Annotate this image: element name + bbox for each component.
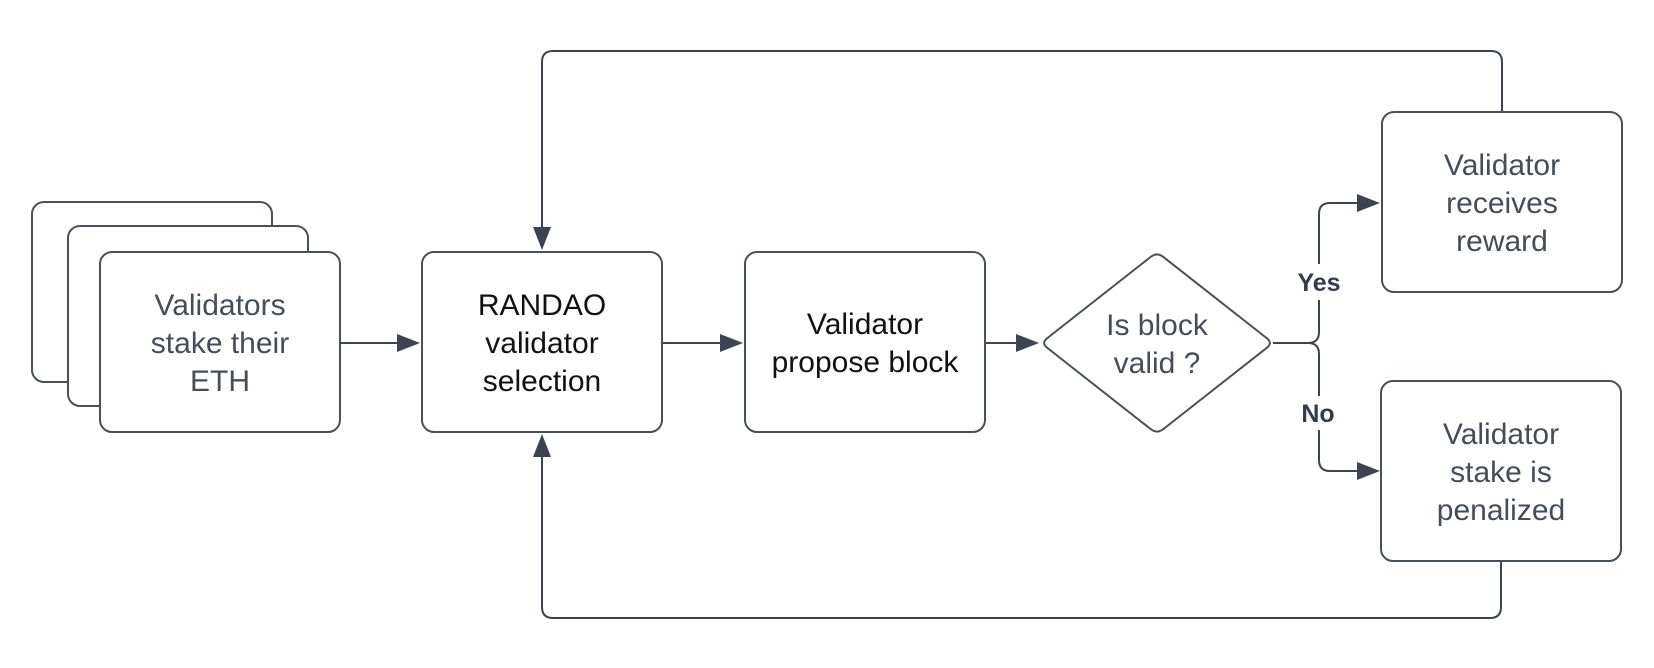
arrowhead-into-propose [720, 334, 743, 352]
reward-line-3: reward [1456, 225, 1548, 258]
black-node-labels: RANDAO validator selection Validator pro… [478, 289, 960, 398]
arrowheads [397, 194, 1380, 480]
node-shapes [31, 111, 1623, 562]
stake-line-2: stake their [151, 327, 289, 360]
penalized-line-3: penalized [1437, 494, 1565, 527]
randao-line-2: validator [485, 327, 598, 360]
connectors [340, 50, 1503, 619]
yes-label-bg [1294, 264, 1344, 300]
reward-line-2: receives [1446, 187, 1558, 220]
arrowhead-into-randao-left [397, 334, 420, 352]
edge-yes-branch [1307, 202, 1358, 344]
stake-line-1: Validators [154, 289, 285, 322]
reward-line-1: Validator [1444, 149, 1560, 182]
penalized-line-2: stake is [1450, 456, 1552, 489]
penalized-line-1: Validator [1443, 418, 1559, 451]
edge-no-branch [1307, 342, 1358, 472]
is-block-valid-diamond [1043, 253, 1271, 433]
yes-label: Yes [1297, 269, 1340, 297]
no-label-bg [1297, 396, 1341, 430]
diamond-line-1: Is block [1106, 309, 1209, 342]
arrowhead-into-penalized [1357, 462, 1380, 480]
no-label: No [1301, 400, 1334, 428]
randao-line-3: selection [483, 365, 601, 398]
receives-reward-box [1381, 111, 1623, 293]
gray-node-labels: Validators stake their ETH Is block vali… [151, 149, 1565, 527]
stake-line-3: ETH [190, 365, 250, 398]
diamond-line-2: valid ? [1114, 347, 1201, 380]
arrowhead-into-diamond [1016, 334, 1039, 352]
branch-labels: Yes No [1297, 269, 1340, 428]
edge-penalized-feedback-loop [541, 456, 1502, 619]
arrowhead-into-randao-top [533, 227, 551, 250]
propose-block-box [744, 251, 986, 433]
randao-line-1: RANDAO [478, 289, 606, 322]
randao-selection-box [421, 251, 663, 433]
edge-reward-feedback-loop [541, 50, 1503, 228]
propose-line-2: propose block [772, 346, 960, 379]
stake-penalized-box [1380, 380, 1622, 562]
branch-label-backgrounds [1294, 264, 1344, 430]
arrowhead-into-randao-bottom [533, 434, 551, 457]
propose-line-1: Validator [807, 308, 923, 341]
stake-card-front [99, 251, 341, 433]
arrowhead-into-reward [1357, 194, 1380, 212]
